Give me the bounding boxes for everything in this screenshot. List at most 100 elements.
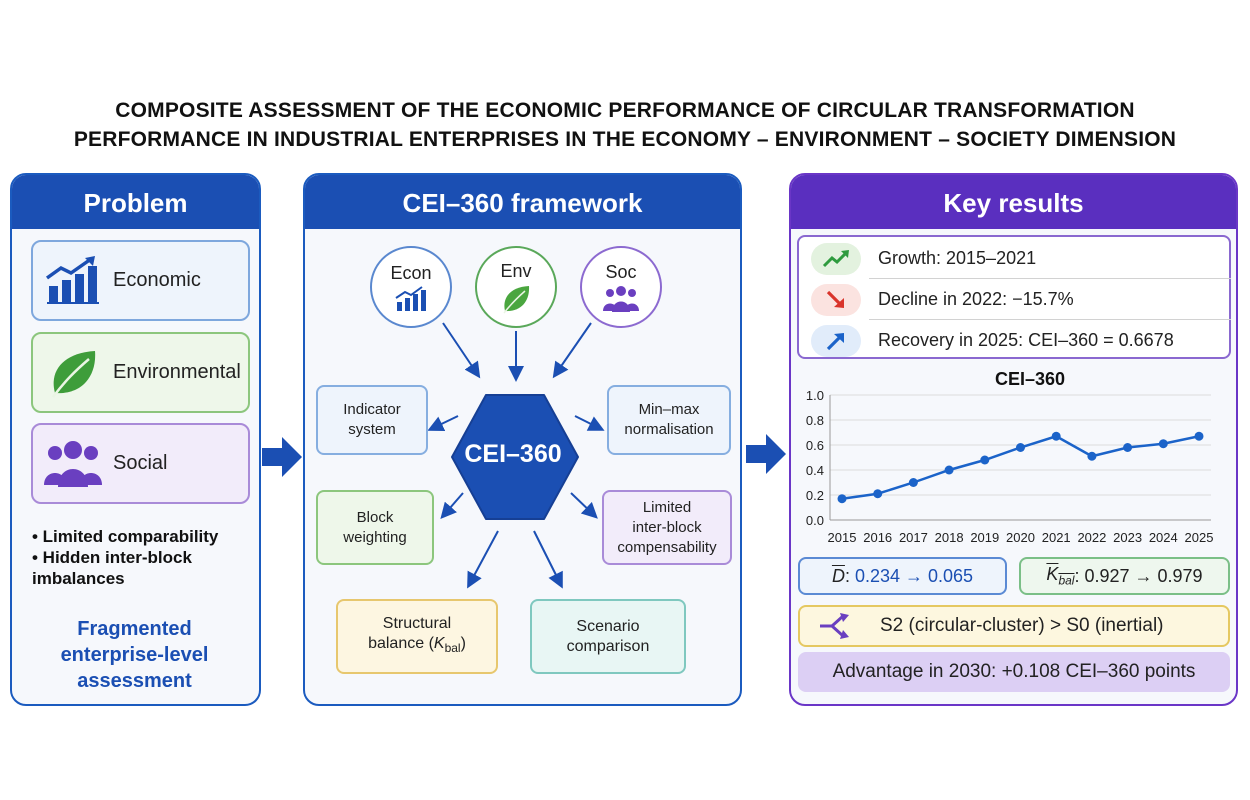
y-tick-label: 0.2 bbox=[806, 488, 824, 503]
result-row-recovery: Recovery in 2025: CEI–360 = 0.6678 bbox=[799, 320, 1231, 361]
data-point bbox=[1016, 443, 1025, 452]
x-tick-label: 2023 bbox=[1113, 530, 1142, 545]
x-tick-label: 2022 bbox=[1077, 530, 1106, 545]
bullet-hidden-imbalances: • Hidden inter-block bbox=[32, 548, 192, 567]
minmax-line-2: normalisation bbox=[624, 421, 714, 438]
stat-k-value: 0.927 → 0.979 bbox=[1084, 565, 1203, 586]
stat-k-letter: K bbox=[1046, 564, 1059, 585]
framework-heading: CEI–360 framework bbox=[305, 175, 740, 229]
result-growth-text: Growth: 2015–2021 bbox=[878, 248, 1037, 268]
y-tick-label: 1.0 bbox=[806, 388, 824, 403]
cei-center-label: CEI–360 bbox=[464, 440, 562, 468]
conclusion-line-3: assessment bbox=[77, 670, 192, 692]
problem-conclusion: Fragmented enterprise-level assessment bbox=[22, 616, 247, 694]
stat-d-colon: : bbox=[844, 565, 855, 586]
advantage-row: Advantage in 2030: +0.108 CEI–360 points bbox=[798, 652, 1230, 692]
scenario-comparison-box: Scenario comparison bbox=[530, 599, 686, 674]
stat-k-colon: : bbox=[1074, 565, 1085, 586]
structural-line-2: balance (Kbal) bbox=[368, 634, 466, 658]
bullet-hidden-imbalances-cont: imbalances bbox=[32, 569, 125, 588]
results-heading: Key results bbox=[791, 175, 1236, 229]
stat-d-symbol: D bbox=[831, 565, 845, 586]
title-line-1: COMPOSITE ASSESSMENT OF THE ECONOMIC PER… bbox=[115, 99, 1135, 122]
env-node: Env bbox=[475, 246, 557, 328]
scenario-text: S2 (circular-cluster) > S0 (inertial) bbox=[880, 615, 1164, 636]
people-icon bbox=[603, 285, 639, 312]
limited-line-2: inter-block bbox=[632, 518, 702, 536]
data-point bbox=[1194, 431, 1204, 441]
x-tick-label: 2018 bbox=[935, 530, 964, 545]
data-point bbox=[1051, 431, 1061, 441]
stat-k-sub: bal bbox=[1058, 573, 1075, 588]
soc-node-label: Soc bbox=[605, 261, 637, 282]
page-title: COMPOSITE ASSESSMENT OF THE ECONOMIC PER… bbox=[0, 96, 1250, 154]
limited-line-1: Limited bbox=[642, 498, 692, 516]
problem-economic-label: Economic bbox=[113, 269, 201, 291]
data-point bbox=[980, 455, 990, 465]
x-tick-label: 2016 bbox=[863, 530, 892, 545]
bullet-limited-comparability: • Limited comparability bbox=[32, 527, 219, 546]
limited-compensability-box: Limited inter-block compensability bbox=[602, 490, 732, 565]
env-node-label: Env bbox=[500, 260, 532, 281]
data-point bbox=[837, 494, 847, 504]
leaf-icon bbox=[33, 332, 113, 413]
y-tick-label: 0.6 bbox=[806, 438, 824, 453]
block-weighting-box: Block weighting bbox=[316, 490, 434, 565]
result-row-decline: Decline in 2022: −15.7% bbox=[799, 279, 1231, 320]
conclusion-line-1: Fragmented bbox=[77, 618, 192, 640]
x-tick-label: 2020 bbox=[1006, 530, 1035, 545]
structural-k: K bbox=[433, 635, 445, 653]
title-line-2: PERFORMANCE IN INDUSTRIAL ENTERPRISES IN… bbox=[73, 128, 1177, 151]
trend-up-icon bbox=[811, 242, 861, 275]
trend-down-icon bbox=[811, 283, 861, 316]
x-tick-label: 2024 bbox=[1149, 530, 1178, 545]
x-tick-label: 2015 bbox=[828, 530, 857, 545]
result-row-growth: Growth: 2015–2021 bbox=[799, 238, 1231, 279]
data-point bbox=[1087, 451, 1097, 461]
problem-environmental-label: Environmental bbox=[113, 361, 241, 383]
result-separator bbox=[869, 278, 1231, 279]
structural-line-1: Structural bbox=[382, 615, 452, 633]
problem-panel: Problem Economic Environmental bbox=[10, 173, 261, 706]
result-recovery-text: Recovery in 2025: CEI–360 = 0.6678 bbox=[878, 330, 1174, 350]
problem-heading: Problem bbox=[12, 175, 259, 229]
block-line-1: Block bbox=[356, 508, 394, 526]
result-separator bbox=[869, 319, 1231, 320]
problem-social-box: Social bbox=[31, 423, 250, 504]
stat-k-symbol: Kbal bbox=[1046, 564, 1074, 588]
y-tick-label: 0.8 bbox=[806, 413, 824, 428]
data-point bbox=[1158, 439, 1168, 449]
arrow-up-right-icon bbox=[811, 324, 861, 357]
x-tick-label: 2021 bbox=[1042, 530, 1071, 545]
y-tick-label: 0.0 bbox=[806, 513, 824, 528]
bar-chart-growth-icon bbox=[33, 240, 113, 321]
conclusion-line-2: enterprise-level bbox=[60, 644, 209, 666]
problem-social-label: Social bbox=[113, 452, 168, 474]
block-line-2: weighting bbox=[343, 528, 407, 546]
framework-connectors bbox=[427, 322, 605, 589]
problem-environmental-box: Environmental bbox=[31, 332, 250, 413]
scenario-comparison-row: S2 (circular-cluster) > S0 (inertial) bbox=[798, 605, 1230, 647]
stat-k-box: Kbal: 0.927 → 0.979 bbox=[1019, 557, 1230, 595]
scenario-line-1: Scenario bbox=[576, 617, 640, 635]
x-tick-label: 2025 bbox=[1185, 530, 1214, 545]
data-point bbox=[1123, 443, 1133, 452]
stat-d-value: 0.234 → 0.065 bbox=[854, 565, 974, 586]
econ-node-label: Econ bbox=[390, 262, 432, 283]
econ-node: Econ bbox=[370, 246, 452, 328]
limited-line-3: compensability bbox=[617, 538, 717, 556]
x-tick-label: 2019 bbox=[970, 530, 999, 545]
scenario-line-2: comparison bbox=[566, 637, 650, 655]
bar-chart-icon bbox=[395, 285, 426, 311]
data-point bbox=[873, 489, 883, 499]
leaf-icon bbox=[503, 285, 530, 313]
structural-post: ) bbox=[460, 635, 466, 653]
problem-economic-box: Economic bbox=[31, 240, 250, 321]
data-point bbox=[944, 465, 954, 475]
results-summary-box: Growth: 2015–2021 Decline in 2022: −15.7… bbox=[797, 235, 1231, 359]
flow-arrow-right-2 bbox=[746, 434, 786, 474]
structural-balance-box: Structural balance (Kbal) bbox=[336, 599, 498, 674]
